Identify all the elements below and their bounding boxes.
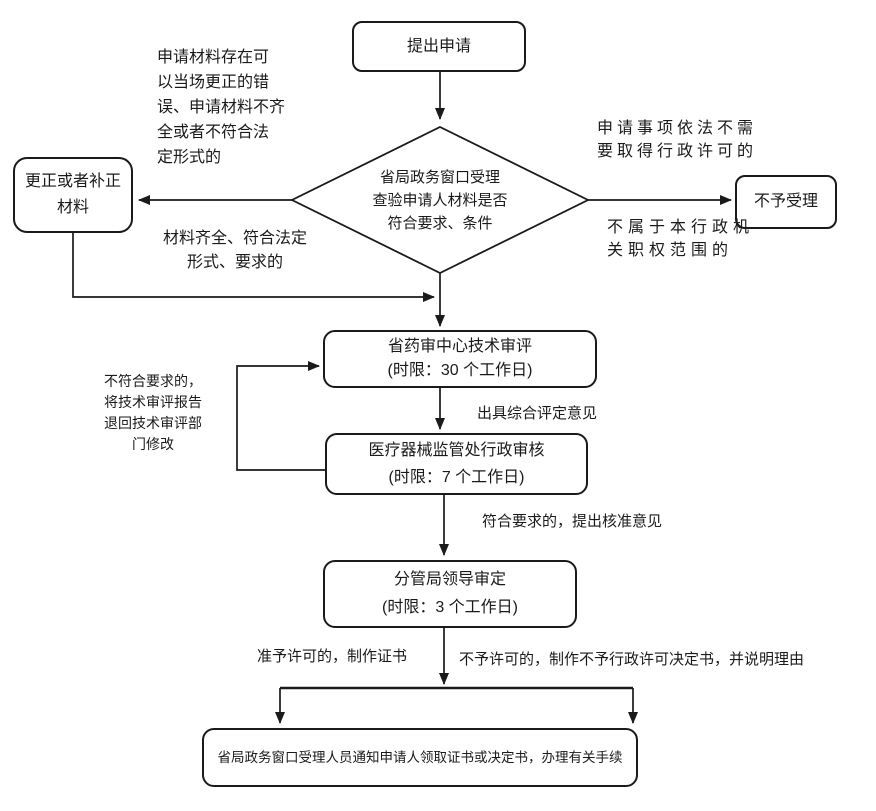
annotation-line: 以当场更正的错 <box>157 74 270 91</box>
annotation-no-permit-needed: 申请事项依法不需 要取得行政许可的 <box>597 117 757 163</box>
annotation-line: 不属于本行政机 <box>607 219 755 236</box>
annotation-line: 材料齐全、符合法定 <box>162 230 307 247</box>
annotation-materials-complete: 材料齐全、符合法定 形式、要求的 <box>150 227 320 275</box>
reject-label: 不予受理 <box>753 193 818 210</box>
annotation-line: 不符合要求的， <box>104 373 202 389</box>
annotation-line: 将技术审评报告 <box>104 394 202 410</box>
decision-line-2: 查验申请人材料是否 <box>372 192 508 209</box>
decision-line-3: 符合要求、条件 <box>387 215 493 232</box>
annotation-line: 形式、要求的 <box>186 254 283 271</box>
annotation-meets-requirements: 符合要求的，提出核准意见 <box>482 509 662 534</box>
node-admin-review: 医疗器械监管处行政审核 (时限：7 个工作日) <box>325 433 588 495</box>
admin-review-line-1: 医疗器械监管处行政审核 <box>368 442 545 459</box>
node-tech-review: 省药审中心技术审评 (时限：30 个工作日) <box>323 330 597 388</box>
annotation-eval-opinion: 出具综合评定意见 <box>477 401 597 426</box>
connector-feedback-loop <box>236 361 325 471</box>
annotation-denied: 不予许可的，制作不予行政许可决定书，并说明理由 <box>459 647 804 672</box>
node-reject: 不予受理 <box>735 175 837 229</box>
annotation-line: 申请材料存在可 <box>157 49 270 66</box>
decision-diamond-shape <box>289 125 591 275</box>
tech-review-line-1: 省药审中心技术审评 <box>387 338 532 355</box>
correct-line-1: 更正或者补正 <box>24 173 121 190</box>
annotation-line: 误、申请材料不齐 <box>157 99 286 116</box>
annotation-line: 申请事项依法不需 <box>597 120 758 137</box>
correct-line-2: 材料 <box>56 199 89 216</box>
annotation-rework: 不符合要求的， 将技术审评报告 退回技术审评部 门修改 <box>97 371 209 455</box>
leader-approval-line-2: (时限：3 个工作日) <box>381 599 518 616</box>
annotation-line: 不予许可的，制作不予行政许可决定书，并说明理由 <box>459 651 805 668</box>
node-start-label: 提出申请 <box>406 37 471 55</box>
annotation-line: 全或者不符合法 <box>157 124 270 141</box>
annotation-line: 定形式的 <box>157 149 222 166</box>
decision-line-1: 省局政务窗口受理 <box>379 169 500 186</box>
annotation-line: 关职权范围的 <box>607 242 734 259</box>
notify-label: 省局政务窗口受理人员通知申请人领取证书或决定书，办理有关手续 <box>217 749 623 765</box>
admin-review-line-2: (时限：7 个工作日) <box>388 469 525 486</box>
node-correct-materials: 更正或者补正 材料 <box>13 157 133 233</box>
node-leader-approval: 分管局领导审定 (时限：3 个工作日) <box>323 560 577 628</box>
annotation-line: 准予许可的，制作证书 <box>257 648 408 665</box>
connector-correct-to-mainline <box>72 233 435 302</box>
tech-review-line-2: (时限：30 个工作日) <box>387 362 533 379</box>
leader-approval-line-1: 分管局领导审定 <box>393 571 506 588</box>
annotation-line: 要取得行政许可的 <box>597 143 758 160</box>
annotation-not-jurisdiction: 不属于本行政机 关职权范围的 <box>607 216 754 262</box>
annotation-correctable-error: 申请材料存在可 以当场更正的错 误、申请材料不齐 全或者不符合法 定形式的 <box>157 45 285 170</box>
annotation-line: 符合要求的，提出核准意见 <box>482 513 663 530</box>
annotation-line: 出具综合评定意见 <box>477 405 598 422</box>
annotation-line: 门修改 <box>132 436 174 452</box>
node-notify: 省局政务窗口受理人员通知申请人领取证书或决定书，办理有关手续 <box>202 728 638 787</box>
node-decision-label: 省局政务窗口受理 查验申请人材料是否 符合要求、条件 <box>330 166 550 235</box>
annotation-line: 退回技术审评部 <box>104 415 202 431</box>
annotation-approved: 准予许可的，制作证书 <box>257 644 407 669</box>
node-start: 提出申请 <box>352 21 526 72</box>
